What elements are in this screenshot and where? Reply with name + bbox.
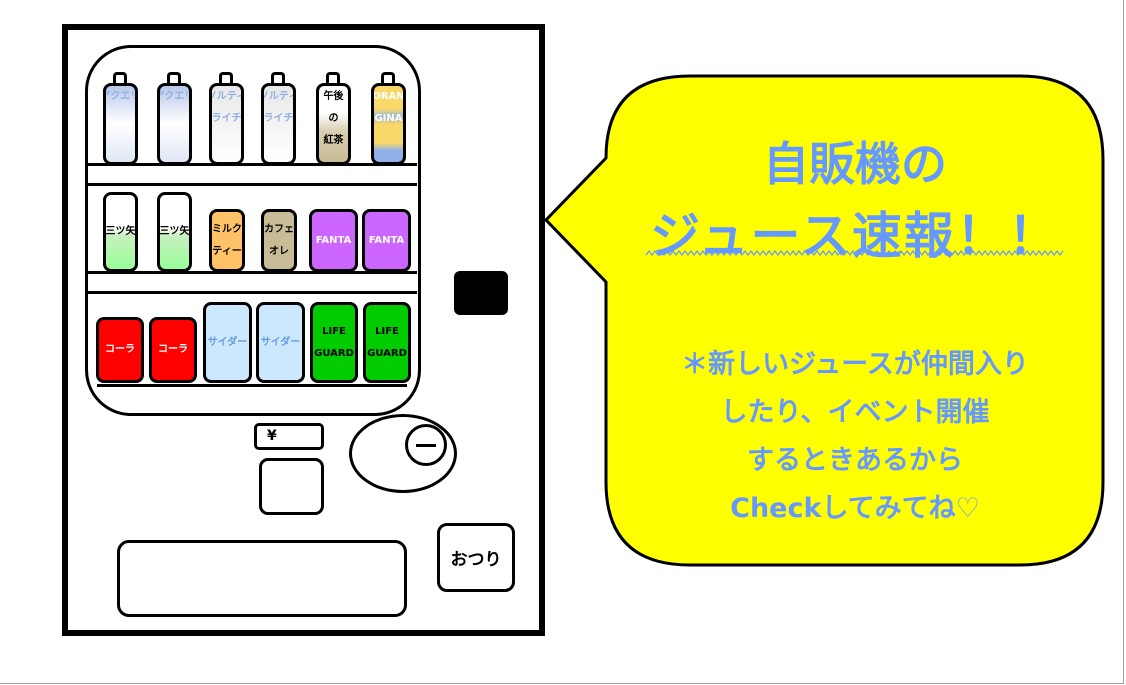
return-lever-button[interactable] [405, 424, 447, 466]
product-row3-5[interactable]: LIFE GUARD [310, 302, 358, 383]
product-label: コーラ [158, 344, 188, 355]
product-label: ミルク [212, 223, 242, 235]
bubble-title-line1: 自販機の [763, 137, 947, 191]
coin-slot[interactable]: ¥ [254, 423, 324, 450]
product-label: ライチ [263, 113, 294, 124]
change-button[interactable]: おつり [437, 523, 515, 592]
shelf [87, 183, 417, 186]
wavy-underline [646, 250, 1064, 256]
product-row2-1[interactable]: 三ツ矢 [103, 192, 138, 272]
bottle-cap [381, 72, 395, 84]
product-row2-2[interactable]: 三ツ矢 [157, 192, 192, 272]
product-row3-6[interactable]: LIFE GUARD [363, 302, 411, 383]
product-label: 紅茶 [323, 135, 344, 146]
product-row1-2[interactable]: アクエリ [157, 83, 192, 165]
shelf [87, 163, 417, 166]
product-label: ソルティ [212, 91, 241, 102]
shelf [87, 271, 417, 274]
product-label: アクエリ [106, 91, 135, 102]
product-row1-5[interactable]: 午後の紅茶 [316, 83, 351, 165]
product-label: コーラ [105, 344, 135, 355]
product-label: アクエリ [160, 91, 189, 102]
product-row2-4[interactable]: カフェオレ [261, 209, 297, 272]
minus-icon [416, 443, 436, 447]
product-label: の [328, 113, 339, 124]
bubble-body-line: ＊新しいジュースが仲間入り [681, 349, 1029, 380]
product-label: FANTA [315, 234, 352, 246]
bubble-body-line: Checkしてみてね♡ [730, 493, 980, 524]
product-label: 三ツ矢 [105, 226, 136, 237]
product-label: GINA [374, 113, 403, 124]
product-label: オレ [269, 245, 289, 257]
product-label: ティー [212, 245, 242, 257]
product-row2-6[interactable]: FANTA [362, 209, 411, 272]
bottle-cap [271, 72, 285, 84]
shelf [87, 291, 417, 294]
product-label: GUARD [314, 347, 354, 359]
product-label: ORAN [372, 91, 405, 102]
product-row2-5[interactable]: FANTA [309, 209, 358, 272]
product-label: サイダー [260, 336, 301, 348]
product-outlet[interactable] [117, 540, 407, 617]
yen-label: ¥ [267, 428, 277, 444]
product-row1-1[interactable]: アクエリ [103, 83, 138, 165]
bottle-cap [167, 72, 181, 84]
bubble-title-line2: ジュース速報！！ [650, 207, 1060, 265]
product-label: LIFE [375, 325, 399, 337]
product-label: ライチ [211, 113, 242, 124]
product-row1-3[interactable]: ソルティライチ [209, 83, 244, 165]
product-row2-3[interactable]: ミルクティー [209, 209, 245, 272]
bottle-cap [326, 72, 340, 84]
product-label: 三ツ矢 [159, 226, 190, 237]
return-lever-panel [349, 414, 457, 493]
bubble-body-line: するときあるから [747, 445, 963, 476]
change-label: おつり [450, 550, 502, 570]
bottle-cap [219, 72, 233, 84]
card-reader[interactable] [454, 271, 508, 315]
shelf [97, 384, 407, 387]
product-row1-4[interactable]: ソルティライチ [261, 83, 296, 165]
bottle-cap [113, 72, 127, 84]
product-label: FANTA [368, 234, 405, 246]
product-row3-3[interactable]: サイダー [203, 302, 252, 383]
product-label: 午後 [323, 91, 344, 102]
product-label: サイダー [207, 336, 248, 348]
product-label: ソルティ [264, 91, 293, 102]
product-row3-1[interactable]: コーラ [96, 317, 144, 383]
product-row3-2[interactable]: コーラ [149, 317, 197, 383]
bill-slot[interactable] [259, 458, 324, 515]
bubble-body-line: したり、イベント開催 [720, 397, 990, 428]
product-row1-6[interactable]: ORAN GINA [371, 83, 406, 165]
product-label: LIFE [322, 325, 346, 337]
product-label: カフェ [264, 223, 294, 235]
product-label: GUARD [367, 347, 407, 359]
product-row3-4[interactable]: サイダー [256, 302, 305, 383]
